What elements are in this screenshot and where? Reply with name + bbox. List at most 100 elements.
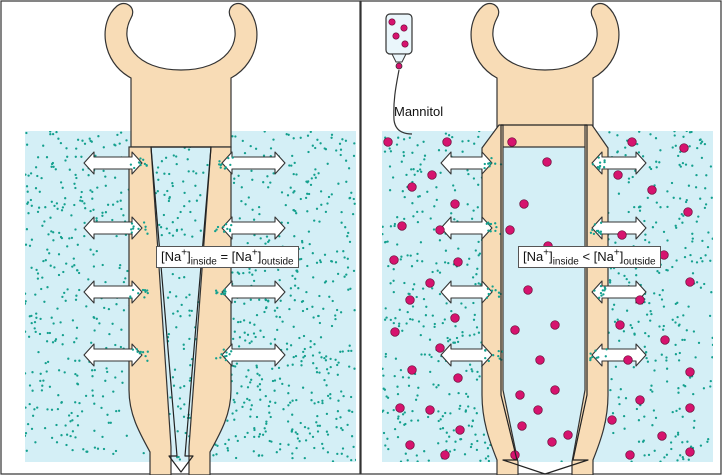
sodium-dot xyxy=(336,364,338,366)
sodium-dot xyxy=(647,361,649,363)
sodium-dot xyxy=(219,356,221,358)
sodium-dot xyxy=(183,348,185,350)
sodium-dot xyxy=(313,402,315,404)
sodium-dot xyxy=(612,412,614,414)
sodium-dot xyxy=(661,298,663,300)
mannitol-particle xyxy=(406,296,415,305)
sodium-dot xyxy=(232,338,234,340)
sodium-dot xyxy=(226,228,228,230)
sodium-dot xyxy=(114,177,116,179)
right-concentration-label: [Na+]inside < [Na+]outside xyxy=(518,246,661,268)
sodium-dot xyxy=(461,331,463,333)
sodium-dot xyxy=(60,402,62,404)
sodium-dot xyxy=(133,167,135,169)
sodium-dot xyxy=(236,392,238,394)
sodium-dot xyxy=(707,438,709,440)
sodium-dot xyxy=(103,448,105,450)
sodium-dot xyxy=(305,180,307,182)
sodium-dot xyxy=(295,355,297,357)
sodium-dot xyxy=(268,405,270,407)
sodium-dot xyxy=(96,318,98,320)
sodium-dot xyxy=(34,293,36,295)
sodium-dot xyxy=(393,268,395,270)
right-tubule-lumen xyxy=(501,125,587,460)
sodium-dot xyxy=(648,454,650,456)
sodium-dot xyxy=(241,186,243,188)
sodium-dot xyxy=(614,242,616,244)
sodium-dot xyxy=(235,435,237,437)
sodium-dot xyxy=(340,311,342,313)
sodium-dot xyxy=(306,265,308,267)
sodium-dot xyxy=(78,272,80,274)
sodium-dot xyxy=(600,231,602,233)
sodium-dot xyxy=(644,332,646,334)
sodium-dot xyxy=(300,198,302,200)
sodium-dot xyxy=(279,279,281,281)
sodium-dot xyxy=(473,333,475,335)
sodium-dot xyxy=(666,380,668,382)
sodium-dot xyxy=(472,276,474,278)
sodium-dot xyxy=(250,340,252,342)
sodium-dot xyxy=(289,401,291,403)
sodium-dot xyxy=(258,206,260,208)
sodium-dot xyxy=(659,294,661,296)
sodium-dot xyxy=(62,206,64,208)
sodium-dot xyxy=(287,444,289,446)
sodium-dot xyxy=(123,281,125,283)
sodium-dot xyxy=(710,380,712,382)
sodium-dot xyxy=(442,427,444,429)
sodium-dot xyxy=(55,131,57,133)
sodium-dot xyxy=(348,167,350,169)
sodium-dot xyxy=(93,403,95,405)
sodium-dot xyxy=(237,321,239,323)
sodium-dot xyxy=(62,187,64,189)
sodium-dot xyxy=(411,265,413,267)
sodium-dot xyxy=(416,394,418,396)
sodium-dot xyxy=(474,283,476,285)
mannitol-particle xyxy=(680,144,689,153)
sodium-dot xyxy=(266,175,268,177)
sodium-dot xyxy=(44,206,46,208)
sodium-dot xyxy=(251,179,253,181)
sodium-dot xyxy=(37,211,39,213)
mannitol-particle xyxy=(661,336,670,345)
sodium-dot xyxy=(425,306,427,308)
sodium-dot xyxy=(75,299,77,301)
sodium-dot xyxy=(173,154,175,156)
sodium-dot xyxy=(686,441,688,443)
sodium-dot xyxy=(464,306,466,308)
sodium-dot xyxy=(263,311,265,313)
sodium-dot xyxy=(142,289,144,291)
sodium-dot xyxy=(286,342,288,344)
sodium-dot xyxy=(633,332,635,334)
sodium-dot xyxy=(386,240,388,242)
sodium-dot xyxy=(618,396,620,398)
sodium-dot xyxy=(250,145,252,147)
sodium-dot xyxy=(318,371,320,373)
sodium-dot xyxy=(334,314,336,316)
sodium-dot xyxy=(420,241,422,243)
sodium-dot xyxy=(69,435,71,437)
sodium-dot xyxy=(490,157,492,159)
sodium-dot xyxy=(49,386,51,388)
sodium-dot xyxy=(29,403,31,405)
sodium-dot xyxy=(144,289,146,291)
sodium-dot xyxy=(478,254,480,256)
sodium-dot xyxy=(281,320,283,322)
sodium-dot xyxy=(494,222,496,224)
sodium-dot xyxy=(253,429,255,431)
sodium-dot xyxy=(232,156,234,158)
sodium-dot xyxy=(126,270,128,272)
sodium-dot xyxy=(26,228,28,230)
sodium-dot xyxy=(623,415,625,417)
sodium-dot xyxy=(678,359,680,361)
sodium-dot xyxy=(234,135,236,137)
sodium-dot xyxy=(266,235,268,237)
sodium-dot xyxy=(185,296,187,298)
sodium-dot xyxy=(93,265,95,267)
sodium-dot xyxy=(183,344,185,346)
sodium-dot xyxy=(390,319,392,321)
sodium-dot xyxy=(270,343,272,345)
sodium-dot xyxy=(394,375,396,377)
sodium-dot xyxy=(300,137,302,139)
